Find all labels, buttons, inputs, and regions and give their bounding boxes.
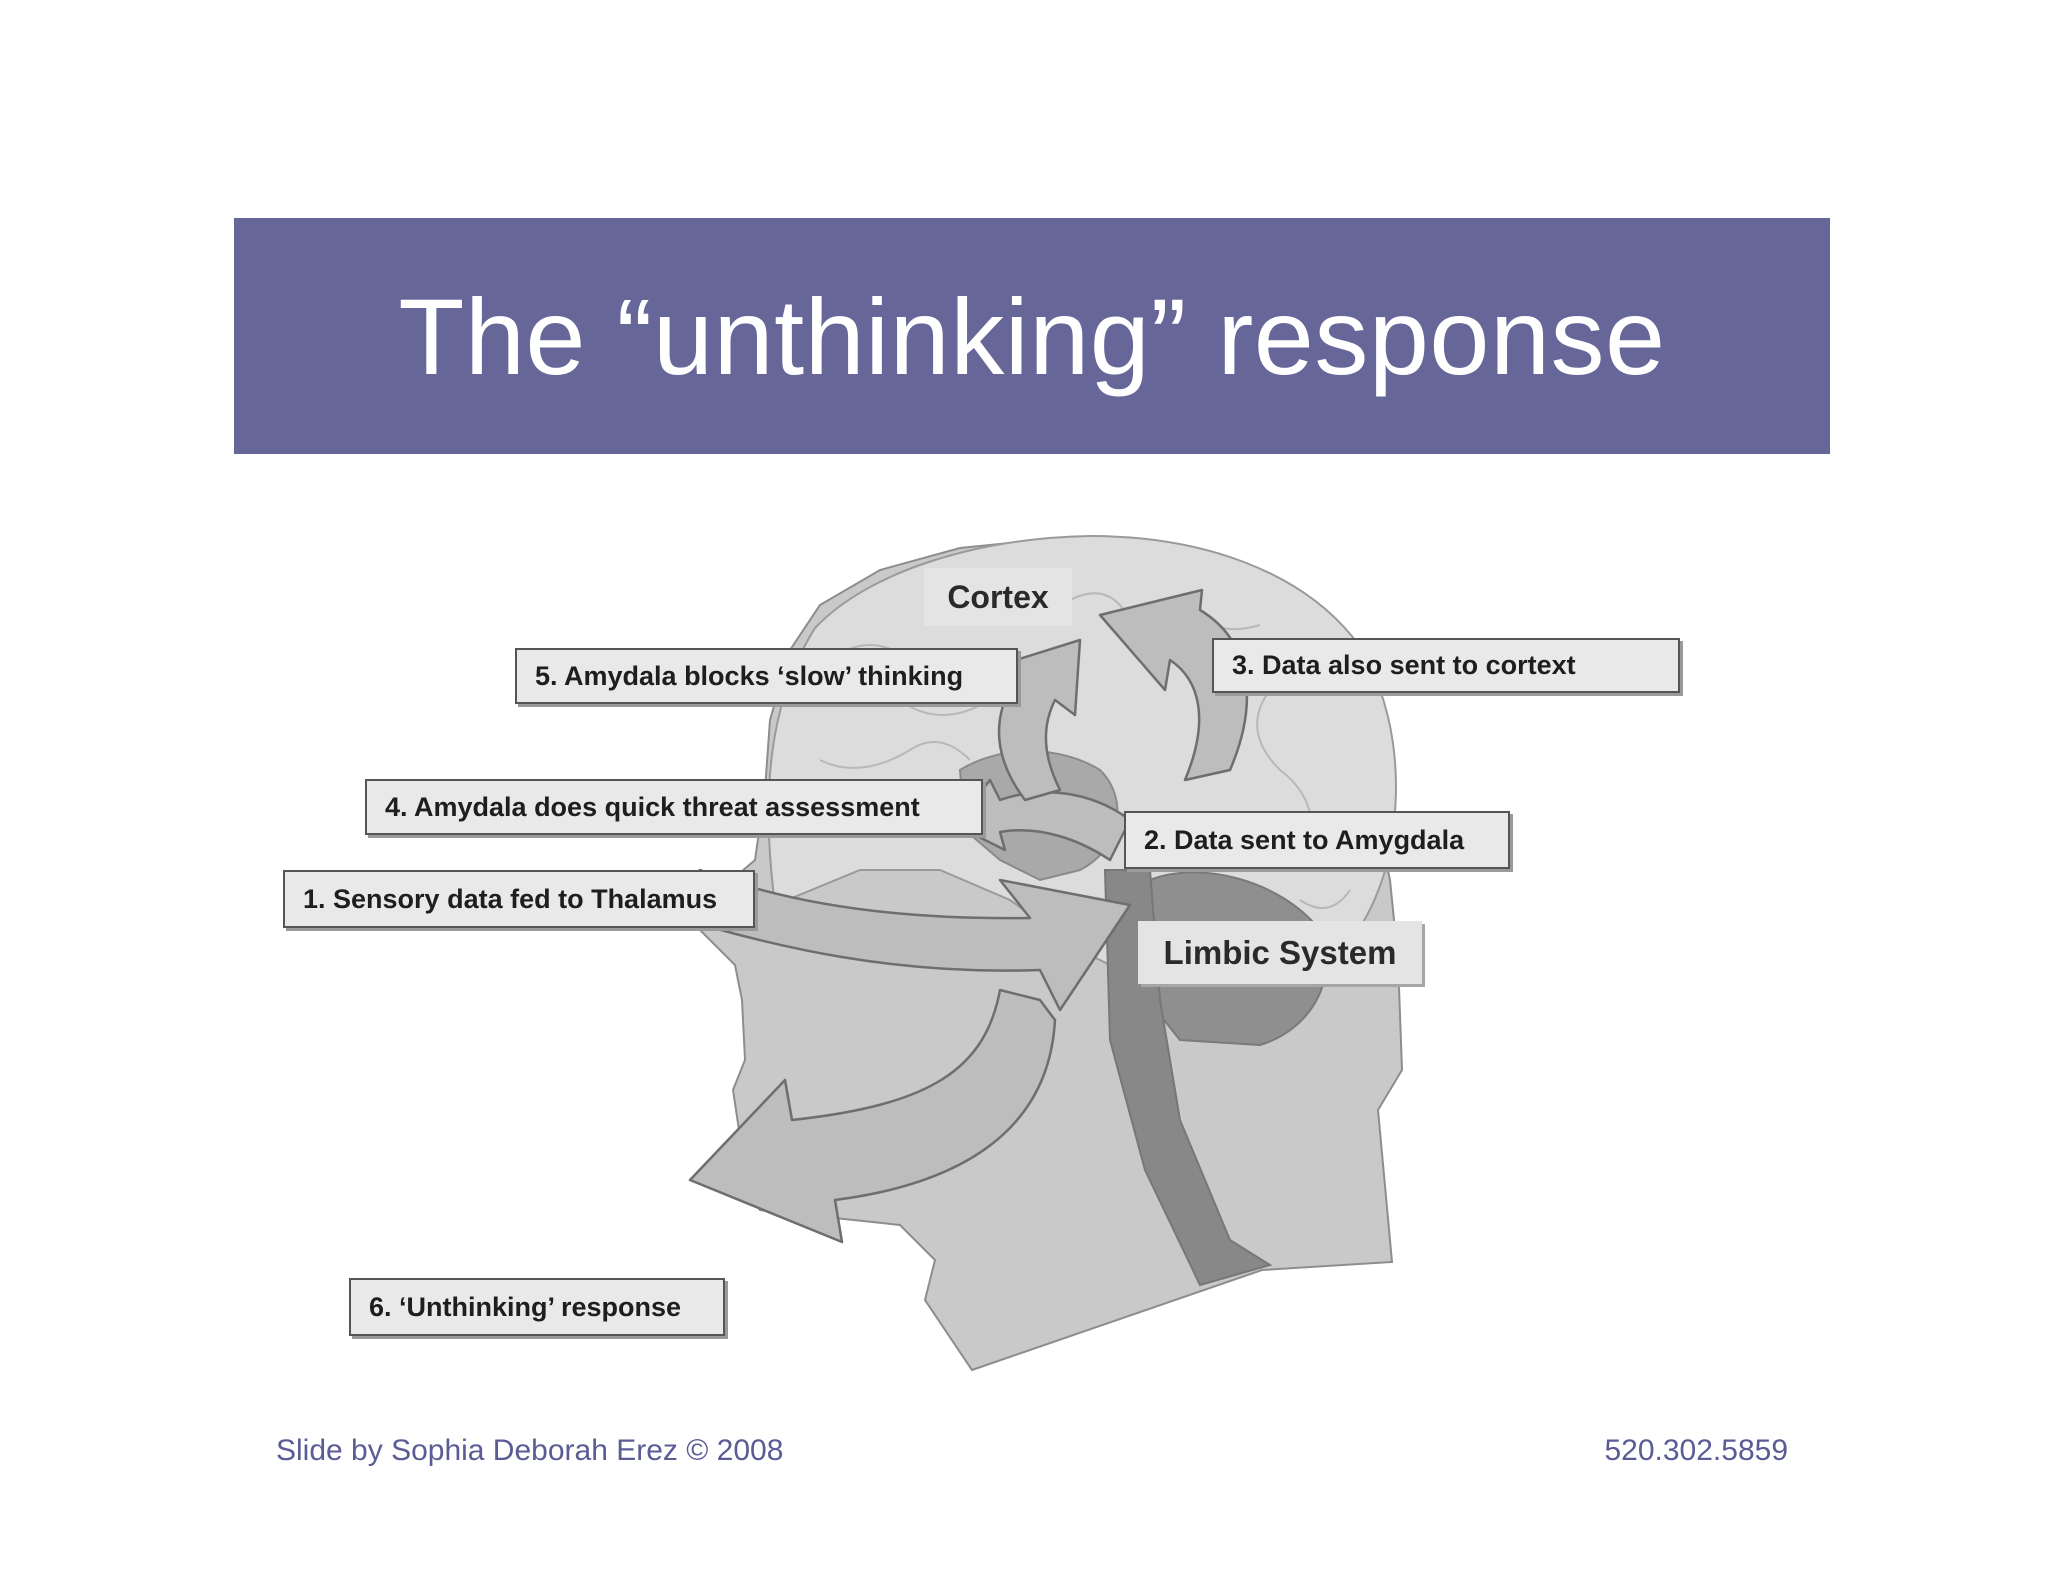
step-1-label: 1. Sensory data fed to Thalamus [283,870,755,928]
arrow-sensory [658,868,1132,1012]
phone-number: 520.302.5859 [1604,1434,1788,1467]
arrow-block-thinking [997,638,1082,802]
process-arrows [658,588,1249,1244]
step-6-label: 6. ‘Unthinking’ response [349,1278,725,1336]
step-2-label: 2. Data sent to Amygdala [1124,811,1510,869]
slide-credit: Slide by Sophia Deborah Erez © 2008 [276,1434,784,1467]
arrow-response [688,988,1057,1244]
slide-title: The “unthinking” response [398,275,1666,397]
cortex-label: Cortex [924,568,1072,626]
limbic-system-label: Limbic System [1138,921,1422,984]
arrow-to-cortex [1098,588,1249,782]
step-3-label: 3. Data also sent to cortext [1212,638,1680,693]
title-banner: The “unthinking” response [234,218,1830,454]
step-4-label: 4. Amydala does quick threat assessment [365,779,983,835]
step-5-label: 5. Amydala blocks ‘slow’ thinking [515,648,1018,704]
